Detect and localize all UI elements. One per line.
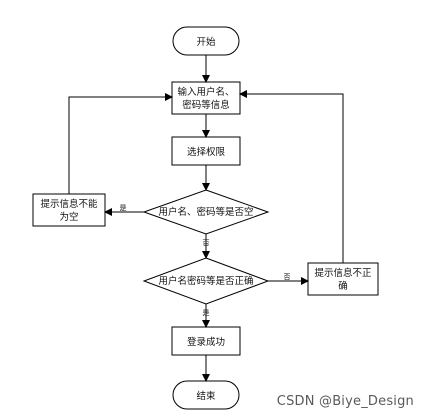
wrong-error-node: 提示信息不正 确 xyxy=(307,262,379,296)
branch-label-no-2: 否 xyxy=(284,273,291,281)
input-node: 输入用户名、 密码等信息 xyxy=(171,81,241,115)
wrong-error-line1: 提示信息不正 xyxy=(314,267,372,279)
input-label-line2: 密码等信息 xyxy=(182,99,230,111)
login-success-label: 登录成功 xyxy=(187,336,225,348)
start-node: 开始 xyxy=(172,26,240,56)
select-permission-node: 选择权限 xyxy=(171,136,241,166)
end-label: 结束 xyxy=(196,390,216,402)
arrow-wrong-error-back-to-input xyxy=(239,90,344,263)
check-empty-label: 用户名、密码等是否空 xyxy=(158,206,253,218)
empty-error-line2: 为空 xyxy=(59,211,78,223)
select-permission-label: 选择权限 xyxy=(187,146,226,158)
check-correct-decision: 用户名密码等是否正确 xyxy=(142,257,270,305)
check-empty-decision: 用户名、密码等是否空 xyxy=(142,189,270,235)
wrong-error-line2: 确 xyxy=(338,280,348,292)
arrow-empty-error-back-to-input xyxy=(68,93,173,194)
watermark: CSDN @Biye_Design xyxy=(276,394,414,409)
branch-label-no-1: 否 xyxy=(203,239,210,247)
empty-error-line1: 提示信息不能 xyxy=(40,198,98,210)
input-label-line1: 输入用户名、 xyxy=(177,86,234,98)
end-node: 结束 xyxy=(172,380,240,410)
branch-label-yes-1: 是 xyxy=(120,204,127,212)
check-correct-label: 用户名密码等是否正确 xyxy=(158,275,253,287)
empty-error-node: 提示信息不能 为空 xyxy=(32,193,106,227)
start-label: 开始 xyxy=(196,36,216,48)
branch-label-yes-2: 是 xyxy=(203,309,210,317)
login-success-node: 登录成功 xyxy=(171,326,241,356)
